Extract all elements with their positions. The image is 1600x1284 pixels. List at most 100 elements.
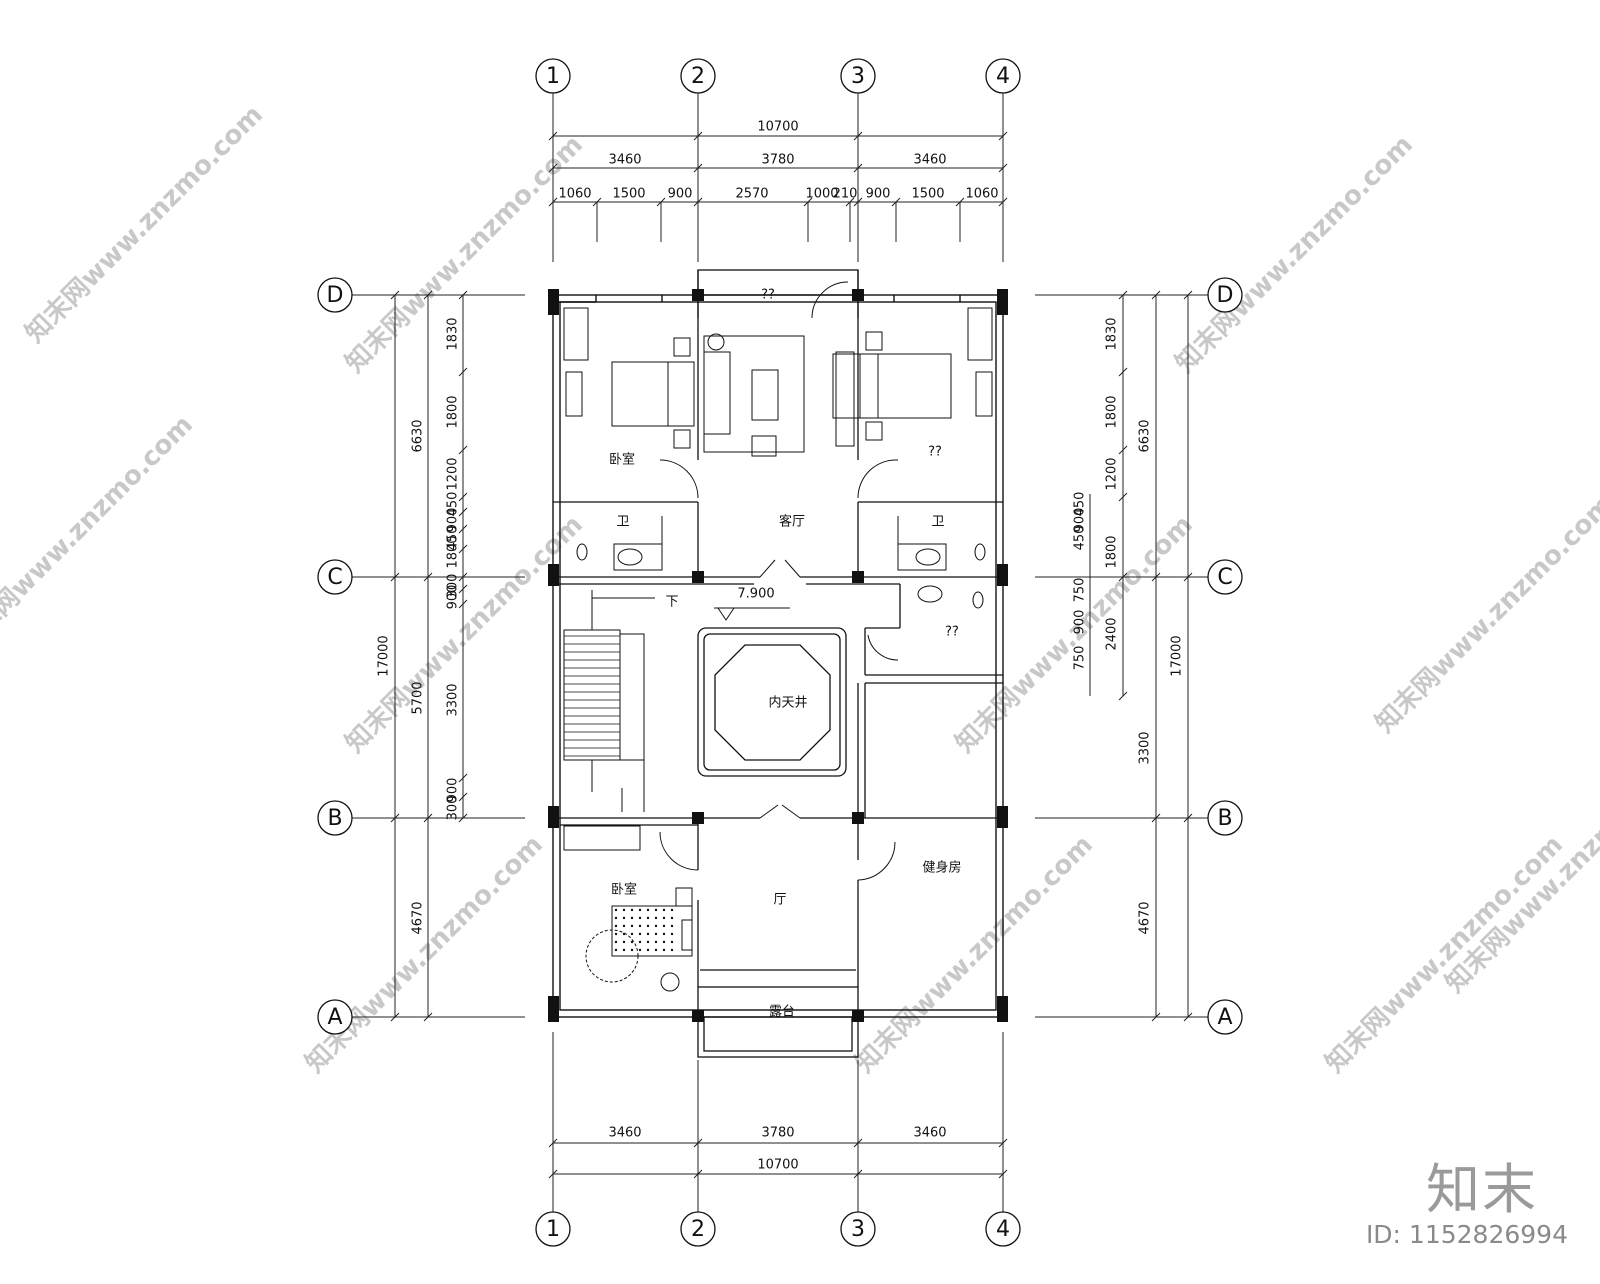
bed-pattern	[614, 908, 674, 952]
axis-label: 1	[546, 1217, 560, 1242]
dim-top-detail: 1500	[612, 187, 645, 202]
bed-dot	[662, 940, 666, 944]
axis-label: 3	[851, 64, 865, 89]
dim-top-bay: 3460	[608, 153, 641, 168]
coffee-table	[751, 369, 779, 421]
dimension-tick	[1183, 813, 1193, 823]
dimension-tick	[853, 131, 863, 141]
dimension-tick	[853, 197, 863, 207]
dimension-tick	[548, 131, 558, 141]
axis-bubble	[680, 58, 716, 94]
axis-label: A	[327, 1005, 342, 1030]
bed-dot	[662, 948, 666, 952]
axis-label: A	[1217, 1005, 1232, 1030]
dim-right-detail: 450	[1073, 526, 1088, 551]
dimension-tick	[458, 492, 468, 502]
dim-right-detail: 750	[1073, 646, 1088, 671]
dimension-tick	[693, 1169, 703, 1179]
axis-bubble	[840, 1211, 876, 1247]
dim-right-detail: 1800	[1105, 395, 1120, 428]
bed-dot	[646, 908, 650, 912]
axis-label: 2	[691, 64, 705, 89]
watermark-text: 知末网www.znzmo.com	[1320, 830, 1569, 1079]
bed-dot	[646, 924, 650, 928]
dimension-tick	[1151, 290, 1161, 300]
bed-dot	[646, 932, 650, 936]
dim-left-detail: 450	[446, 492, 461, 517]
axis-bubble	[1207, 800, 1243, 836]
dimension-tick	[1183, 572, 1193, 582]
dimension-tick	[458, 524, 468, 534]
dim-top-detail: 1060	[558, 187, 591, 202]
dim-right-bay: 3300	[1138, 731, 1153, 764]
bed-dot	[670, 916, 674, 920]
dimension-tick	[458, 572, 468, 582]
axis-label: D	[327, 283, 344, 308]
dim-bottom-bay: 3460	[608, 1126, 641, 1141]
dim-left-detail: 1800	[446, 535, 461, 568]
dimension-tick	[548, 197, 558, 207]
axis-bubble	[1207, 999, 1243, 1035]
room-label-bath-e: 卫	[931, 515, 944, 530]
dimension-tick	[548, 163, 558, 173]
room-label-stair-down: 下	[665, 595, 678, 610]
bed-dot	[654, 916, 658, 920]
dim-right-detail: 900	[1073, 508, 1088, 533]
room-label-bedroom-nw: 卧室	[609, 452, 635, 468]
dim-right-detail: 1200	[1105, 457, 1120, 490]
dimension-tick	[693, 197, 703, 207]
dimension-tick	[693, 163, 703, 173]
bed-dot	[638, 948, 642, 952]
bed-nw	[611, 361, 695, 427]
bed-dot	[614, 948, 618, 952]
sink-small	[917, 585, 943, 603]
bed-dot	[622, 940, 626, 944]
dim-top-detail: 2570	[735, 187, 768, 202]
bed-dot	[622, 916, 626, 920]
dim-top-detail: 900	[866, 187, 891, 202]
dimension-tick	[998, 1138, 1008, 1148]
axis-label: 3	[851, 1217, 865, 1242]
axis-bubble	[985, 1211, 1021, 1247]
sink-e	[915, 548, 941, 566]
bed-dot	[654, 932, 658, 936]
bed-dot	[638, 940, 642, 944]
watermark-text: 知末网www.znzmo.com	[1370, 490, 1600, 739]
dimension-tick	[390, 290, 400, 300]
bed-dot	[622, 924, 626, 928]
dim-left-detail: 450	[446, 526, 461, 551]
room-label-bedroom-ne: ??	[928, 445, 942, 460]
dim-left-detail: 900	[446, 508, 461, 533]
bed-dot	[638, 924, 642, 928]
door-swings	[659, 281, 899, 881]
axis-bubble	[317, 277, 353, 313]
dim-right-overall: 17000	[1170, 635, 1185, 676]
watermark-text: 知末网www.znzmo.com	[0, 410, 199, 659]
axis-grid-lines	[352, 92, 1208, 1212]
dim-left-detail: 900	[446, 585, 461, 610]
axis-bubble	[985, 58, 1021, 94]
bed-dot	[646, 940, 650, 944]
dimension-tick	[548, 1138, 558, 1148]
dim-left-bay: 4670	[411, 901, 426, 934]
structural-columns	[548, 289, 1008, 1022]
dimension-tick	[955, 197, 965, 207]
dimension-tick	[1118, 290, 1128, 300]
dimension-tick	[458, 544, 468, 554]
bed-dot	[662, 908, 666, 912]
bed-dot	[614, 924, 618, 928]
dimension-tick	[853, 163, 863, 173]
bed-dot	[622, 908, 626, 912]
dim-right-bay: 6630	[1138, 419, 1153, 452]
dimension-tick	[548, 1169, 558, 1179]
bed-dot	[630, 948, 634, 952]
axis-bubble	[680, 1211, 716, 1247]
bed-dot	[654, 940, 658, 944]
bed-dot	[670, 948, 674, 952]
bed-dot	[630, 916, 634, 920]
dim-right-detail: 450	[1073, 492, 1088, 517]
bed-dot	[670, 932, 674, 936]
dimension-tick	[1118, 572, 1128, 582]
dimension-tick	[423, 1012, 433, 1022]
